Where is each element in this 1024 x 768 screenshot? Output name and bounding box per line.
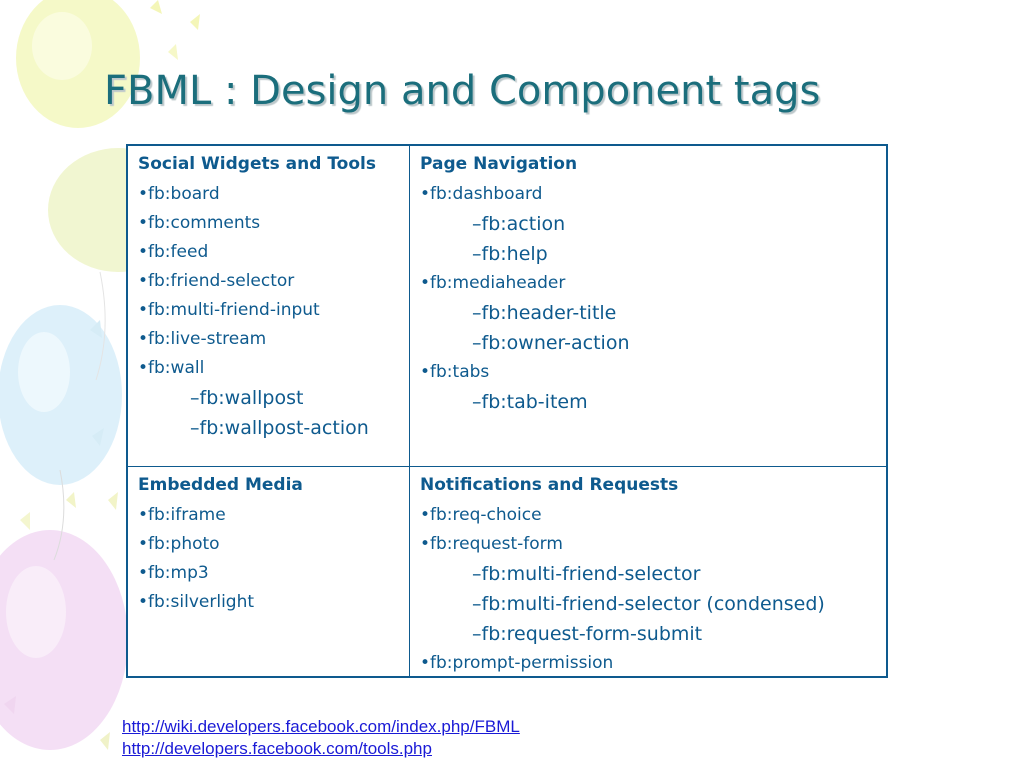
cell-notifications-requests: Notifications and Requests fb:req-choice…: [410, 467, 886, 676]
tag-list: fb:iframefb:photofb:mp3fb:silverlight: [138, 501, 399, 617]
cell-page-navigation: Page Navigation fb:dashboardfb:actionfb:…: [410, 146, 886, 467]
sub-tag-item: fb:header-title: [420, 298, 876, 328]
tag-item: fb:request-form: [420, 530, 876, 559]
tag-item: fb:live-stream: [138, 325, 399, 354]
tag-item: fb:multi-friend-input: [138, 296, 399, 325]
cell-heading: Social Widgets and Tools: [138, 154, 376, 174]
tag-item: fb:mp3: [138, 559, 399, 588]
fbml-tags-table: Social Widgets and Tools fb:boardfb:comm…: [126, 144, 888, 678]
tag-list: fb:req-choicefb:request-formfb:multi-fri…: [420, 501, 876, 678]
cell-heading: Embedded Media: [138, 475, 303, 495]
tag-list: fb:dashboardfb:actionfb:helpfb:mediahead…: [420, 180, 876, 417]
tag-item: fb:req-choice: [420, 501, 876, 530]
cell-heading: Notifications and Requests: [420, 475, 679, 495]
tag-item: fb:mediaheader: [420, 269, 876, 298]
sub-tag-item: fb:wallpost-action: [138, 413, 399, 443]
tag-list: fb:boardfb:commentsfb:feedfb:friend-sele…: [138, 180, 399, 443]
link-tools-page[interactable]: http://developers.facebook.com/tools.php: [122, 739, 432, 758]
cell-heading: Page Navigation: [420, 154, 578, 174]
tag-item: fb:feed: [138, 238, 399, 267]
tag-item: fb:friend-selector: [138, 267, 399, 296]
tag-item: fb:iframe: [138, 501, 399, 530]
cell-embedded-media: Embedded Media fb:iframefb:photofb:mp3fb…: [128, 467, 410, 676]
sub-tag-item: fb:multi-friend-selector (condensed): [420, 589, 876, 619]
tag-item: fb:tabs: [420, 358, 876, 387]
tag-item: fb:dashboard: [420, 180, 876, 209]
sub-tag-item: fb:action: [420, 209, 876, 239]
tag-item: fb:silverlight: [138, 588, 399, 617]
sub-tag-item: fb:help: [420, 239, 876, 269]
link-fbml-wiki[interactable]: http://wiki.developers.facebook.com/inde…: [122, 717, 520, 736]
reference-links: http://wiki.developers.facebook.com/inde…: [122, 716, 520, 760]
sub-tag-item: fb:tab-item: [420, 387, 876, 417]
cell-social-widgets: Social Widgets and Tools fb:boardfb:comm…: [128, 146, 410, 467]
sub-tag-item: fb:wallpost: [138, 383, 399, 413]
tag-item: fb:comments: [138, 209, 399, 238]
tag-item: fb:board: [138, 180, 399, 209]
sub-tag-item: fb:request-form-submit: [420, 619, 876, 649]
sub-tag-item: fb:owner-action: [420, 328, 876, 358]
slide-title: FBML : Design and Component tags: [104, 68, 821, 114]
tag-item: fb:prompt-permission: [420, 649, 876, 678]
sub-tag-item: fb:multi-friend-selector: [420, 559, 876, 589]
tag-item: fb:photo: [138, 530, 399, 559]
tag-item: fb:wall: [138, 354, 399, 383]
